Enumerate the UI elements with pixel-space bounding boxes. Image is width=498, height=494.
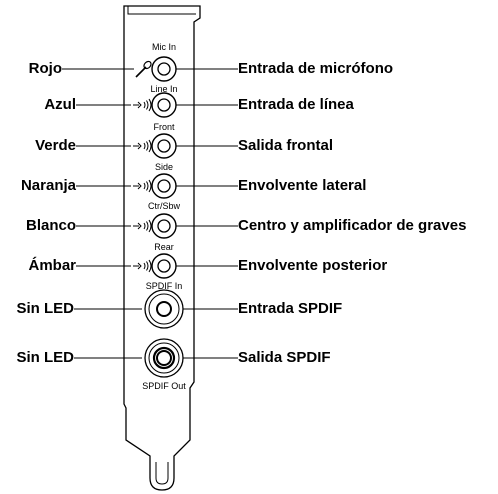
bracket-top-notch — [127, 6, 196, 15]
port-description: Salida SPDIF — [238, 349, 331, 366]
jack-side — [151, 173, 177, 199]
color-label: Ámbar — [28, 257, 76, 274]
port-name-spdif-in: SPDIF In — [145, 281, 183, 291]
microphone-icon — [135, 60, 152, 78]
port-name-line-in: Line In — [150, 84, 178, 94]
jack-hole-ctr-sbw — [157, 219, 171, 233]
bracket-outline — [123, 5, 201, 491]
line-out-icon — [133, 219, 152, 233]
jack-hole-side — [157, 179, 171, 193]
jack-hole-front — [157, 139, 171, 153]
port-name-front: Front — [153, 122, 175, 132]
jack-ctr-sbw — [151, 213, 177, 239]
line-out-icon — [133, 259, 152, 273]
port-name-mic-in: Mic In — [151, 42, 177, 52]
color-label: Azul — [44, 96, 76, 113]
jack-ring-spdif-in — [148, 293, 180, 325]
color-label: Sin LED — [16, 349, 74, 366]
port-description: Envolvente posterior — [238, 257, 388, 274]
port-description: Centro y amplificador de graves — [238, 217, 467, 234]
port-name-ctr-sbw: Ctr/Sbw — [147, 201, 181, 211]
color-label: Rojo — [28, 60, 62, 77]
color-label: Sin LED — [16, 300, 74, 317]
bracket-tab-slot — [155, 462, 169, 485]
jack-hole-mic-in — [157, 62, 171, 76]
jack-mic-in — [151, 56, 177, 82]
line-out-icon — [133, 179, 152, 193]
jack-hole-spdif-in — [156, 301, 172, 317]
jack-spdif-out — [144, 338, 184, 378]
port-description: Entrada de micrófono — [238, 60, 394, 77]
port-name-rear: Rear — [154, 242, 174, 252]
port-description: Entrada SPDIF — [238, 300, 343, 317]
port-description: Entrada de línea — [238, 96, 354, 113]
jack-rear — [151, 253, 177, 279]
color-label: Blanco — [25, 217, 76, 234]
port-name-spdif-out: SPDIF Out — [142, 381, 186, 391]
jack-inner-spdif-out — [152, 346, 176, 370]
jack-front — [151, 133, 177, 159]
port-description: Salida frontal — [238, 137, 334, 154]
port-name-side: Side — [154, 162, 174, 172]
jack-ring-spdif-out — [148, 342, 180, 374]
jack-hole-rear — [157, 259, 171, 273]
port-description: Envolvente lateral — [238, 177, 367, 194]
color-label: Verde — [35, 137, 76, 154]
jack-hole-spdif-out — [156, 350, 172, 366]
jack-hole-line-in — [157, 98, 171, 112]
jack-line-in — [151, 92, 177, 118]
jack-spdif-in — [144, 289, 184, 329]
line-out-icon — [133, 139, 152, 153]
line-in-icon — [133, 98, 152, 112]
color-label: Naranja — [20, 177, 76, 194]
